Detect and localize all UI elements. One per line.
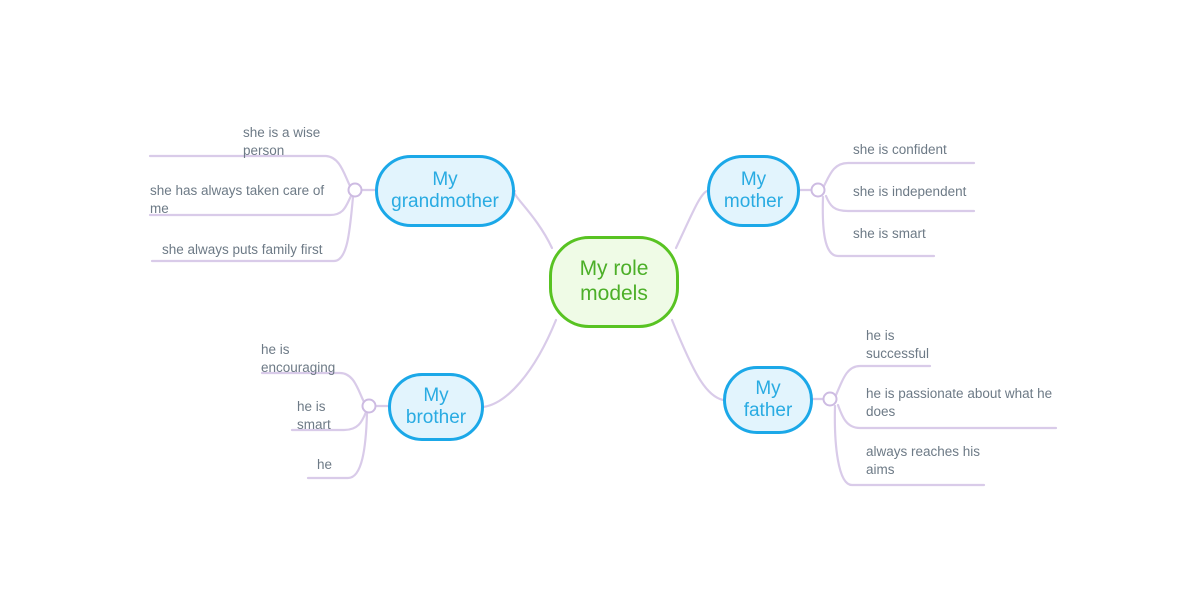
- hub-circle-grandmother: [347, 182, 363, 198]
- link-root-brother: [481, 318, 558, 409]
- branch-node-grandmother[interactable]: My grandmother: [375, 155, 515, 227]
- leaf-brother-3[interactable]: he: [317, 457, 333, 472]
- leaf-grandmother-2[interactable]: she has always taken care of me: [150, 183, 325, 216]
- leaf-grandmother-1[interactable]: she is a wise person: [243, 125, 321, 158]
- hub-circle-mother: [810, 182, 826, 198]
- link-root-father: [670, 318, 725, 402]
- leaf-father-2[interactable]: he is passionate about what he does: [866, 386, 1053, 419]
- branch-node-mother[interactable]: My mother: [707, 155, 800, 227]
- leaf-mother-3[interactable]: she is smart: [853, 226, 926, 241]
- hub-circle-father: [822, 391, 838, 407]
- leaf-mother-2[interactable]: she is independent: [853, 184, 967, 199]
- link-root-grandmother: [513, 189, 554, 250]
- leaf-father-3[interactable]: always reaches his aims: [866, 444, 981, 477]
- leaf-father-1[interactable]: he is successful: [866, 328, 930, 361]
- leaf-brother-2[interactable]: he is smart: [297, 399, 331, 432]
- leaf-grandmother-3[interactable]: she always puts family first: [162, 242, 323, 257]
- branch-node-father[interactable]: My father: [723, 366, 813, 434]
- root-node[interactable]: My role models: [549, 236, 679, 328]
- leaf-brother-1[interactable]: he is encouraging: [261, 342, 336, 375]
- branch-node-brother[interactable]: My brother: [388, 373, 484, 441]
- leaf-mother-1[interactable]: she is confident: [853, 142, 947, 157]
- link-root-mother: [674, 189, 709, 250]
